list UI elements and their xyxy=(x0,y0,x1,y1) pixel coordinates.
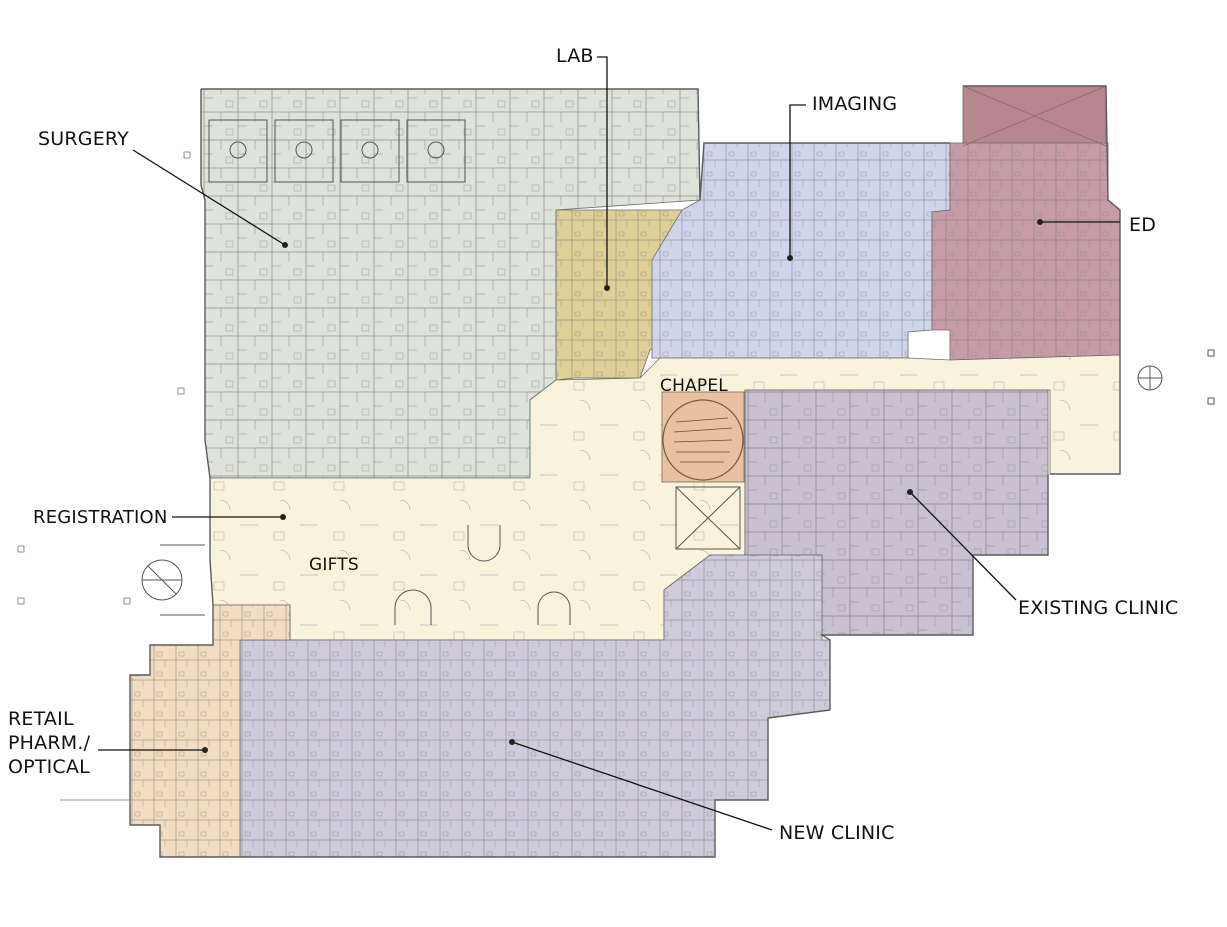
label-imaging: IMAGING xyxy=(812,93,898,115)
entrance-west xyxy=(141,544,205,616)
label-retail-line-1: RETAIL xyxy=(8,708,74,730)
zone-lab xyxy=(555,209,683,381)
label-existing-clinic: EXISTING CLINIC xyxy=(1018,597,1179,619)
label-ed: ED xyxy=(1129,214,1157,236)
zone-ed xyxy=(931,85,1121,361)
leader-dots xyxy=(202,219,1043,753)
label-surgery: SURGERY xyxy=(38,128,129,150)
label-gifts: GIFTS xyxy=(309,555,359,575)
leader-lines xyxy=(98,56,1120,831)
label-new-clinic: NEW CLINIC xyxy=(779,822,895,844)
operating-rooms xyxy=(208,119,466,183)
label-retail-line-2: PHARM./ xyxy=(8,732,91,755)
label-chapel: CHAPEL xyxy=(660,376,728,396)
entrance-east xyxy=(1137,349,1215,405)
label-lab: LAB xyxy=(556,45,594,67)
zone-chapel xyxy=(661,391,745,483)
zone-new-clinic xyxy=(239,554,831,858)
label-registration: REGISTRATION xyxy=(33,507,168,528)
label-retail-pharmacy-optical: RETAIL PHARM./ OPTICAL xyxy=(8,707,108,779)
building-outline xyxy=(129,85,1121,858)
atrium xyxy=(394,486,741,625)
plan-dots xyxy=(17,151,191,805)
label-retail-line-3: OPTICAL xyxy=(8,756,90,779)
zone-imaging xyxy=(651,142,951,359)
